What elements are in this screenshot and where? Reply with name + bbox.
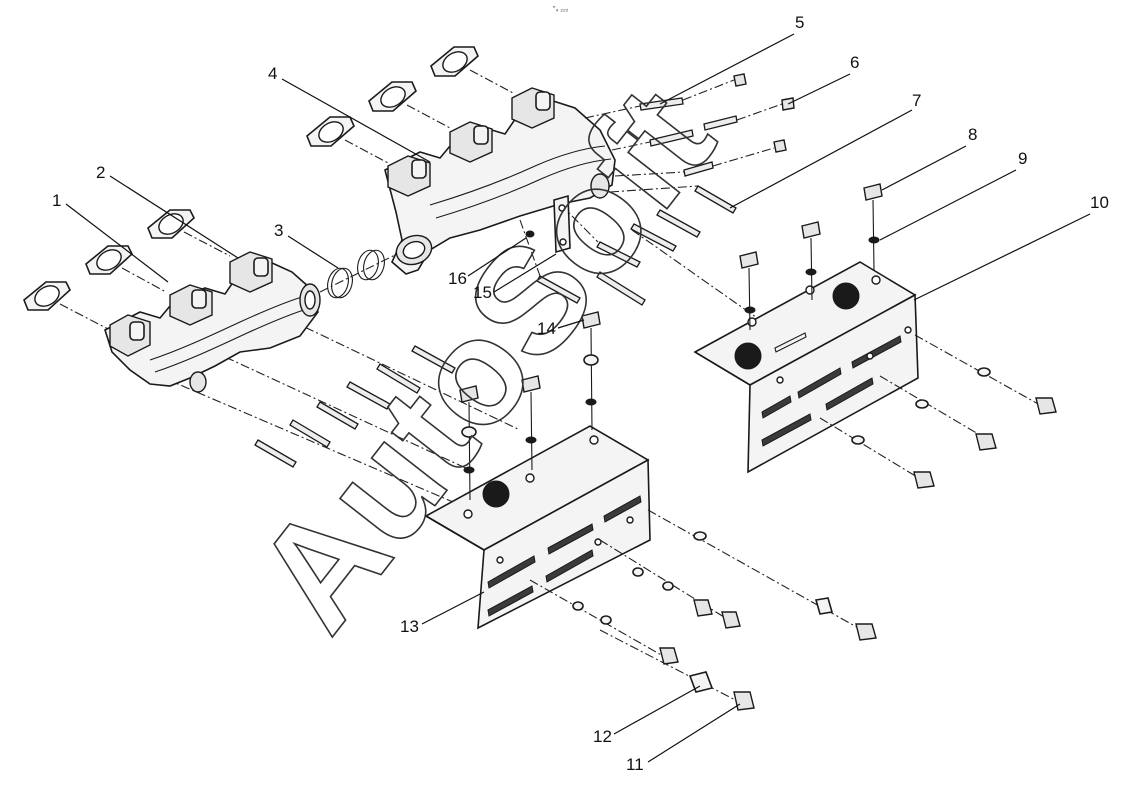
callout-5: 5 [659, 13, 804, 105]
callout-15: 15 [473, 253, 557, 302]
svg-text:3: 3 [274, 221, 283, 240]
callout-7: 7 [729, 91, 921, 209]
svg-text:14: 14 [537, 319, 556, 338]
svg-text:16: 16 [448, 269, 467, 288]
svg-text:13: 13 [400, 617, 419, 636]
front-manifold-assembly [23, 209, 521, 506]
callout-12: 12 [593, 685, 701, 746]
header-mark: "₄ ₂₂₂ [553, 6, 569, 13]
callout-9: 9 [879, 149, 1027, 241]
callout-14: 14 [537, 319, 585, 338]
callout-13: 13 [400, 591, 485, 636]
svg-text:7: 7 [912, 91, 921, 110]
gasket-front-1 [23, 281, 71, 311]
svg-text:1: 1 [52, 191, 61, 210]
gasket-rear-1 [306, 116, 355, 147]
svg-text:8: 8 [968, 125, 977, 144]
svg-text:10: 10 [1090, 193, 1109, 212]
svg-text:4: 4 [268, 64, 277, 83]
callout-3: 3 [274, 221, 339, 269]
rear-manifold-studs [519, 73, 795, 321]
callout-2: 2 [96, 163, 239, 259]
shield-mounting-bolts [459, 183, 883, 501]
svg-text:11: 11 [626, 755, 644, 774]
rear-manifold-assembly [306, 46, 795, 321]
svg-text:6: 6 [850, 53, 859, 72]
svg-text:15: 15 [473, 283, 492, 302]
front-heat-shield [424, 425, 651, 630]
svg-text:9: 9 [1018, 149, 1027, 168]
callout-16: 16 [448, 237, 527, 288]
callout-11: 11 [626, 703, 741, 774]
callouts: 1 2 3 4 5 6 7 8 [52, 13, 1109, 774]
washer-16 [525, 230, 535, 238]
svg-text:5: 5 [795, 13, 804, 32]
svg-text:2: 2 [96, 163, 105, 182]
rear-manifold-body [384, 87, 616, 275]
side-bolts [529, 334, 1057, 711]
rear-heat-shield [693, 261, 919, 474]
gasket-rear-3 [430, 46, 479, 77]
support-bracket [553, 194, 571, 254]
seal-rings [319, 249, 396, 299]
svg-text:12: 12 [593, 727, 612, 746]
front-manifold-bolts [254, 345, 456, 468]
callout-4: 4 [268, 64, 431, 163]
callout-10: 10 [913, 193, 1109, 301]
front-manifold-body [104, 251, 321, 393]
callout-6: 6 [787, 53, 859, 105]
callout-8: 8 [881, 125, 977, 191]
callout-1: 1 [52, 191, 169, 283]
gasket-rear-2 [368, 81, 417, 112]
